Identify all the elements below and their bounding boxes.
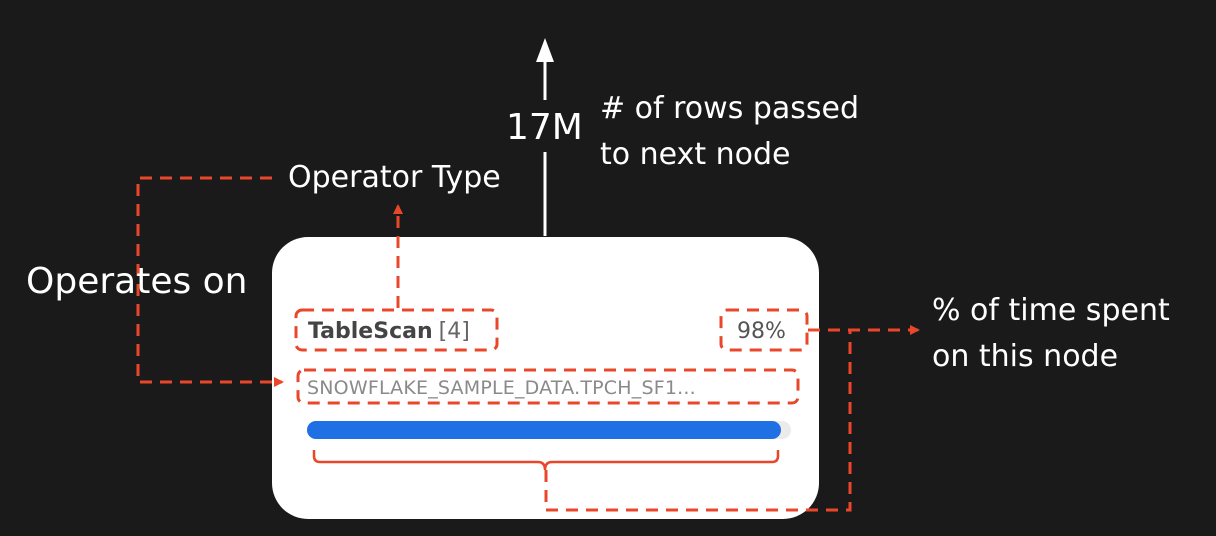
- operator-name: TableScan: [308, 319, 433, 344]
- rows-description-line1: # of rows passed: [600, 91, 860, 126]
- time-spent-description: % of time spent on this node: [932, 288, 1170, 380]
- rows-count-label: 17M: [506, 107, 583, 148]
- rows-description: # of rows passed to next node: [600, 86, 859, 178]
- operates-on-label: Operates on: [26, 261, 248, 302]
- operator-type-label: Operator Type: [288, 160, 501, 195]
- time-description-line1: % of time spent: [932, 293, 1170, 328]
- arrow-up-icon: [536, 38, 554, 62]
- rows-description-line2: to next node: [600, 137, 791, 172]
- source-table: SNOWFLAKE_SAMPLE_DATA.TPCH_SF1...: [307, 377, 696, 399]
- time-percent: 98%: [737, 319, 786, 344]
- node-title: TableScan[4]: [308, 314, 470, 350]
- time-description-line2: on this node: [932, 339, 1119, 374]
- time-progress-bar: [307, 421, 791, 439]
- time-progress-fill: [307, 421, 782, 439]
- operator-id: [4]: [438, 319, 470, 344]
